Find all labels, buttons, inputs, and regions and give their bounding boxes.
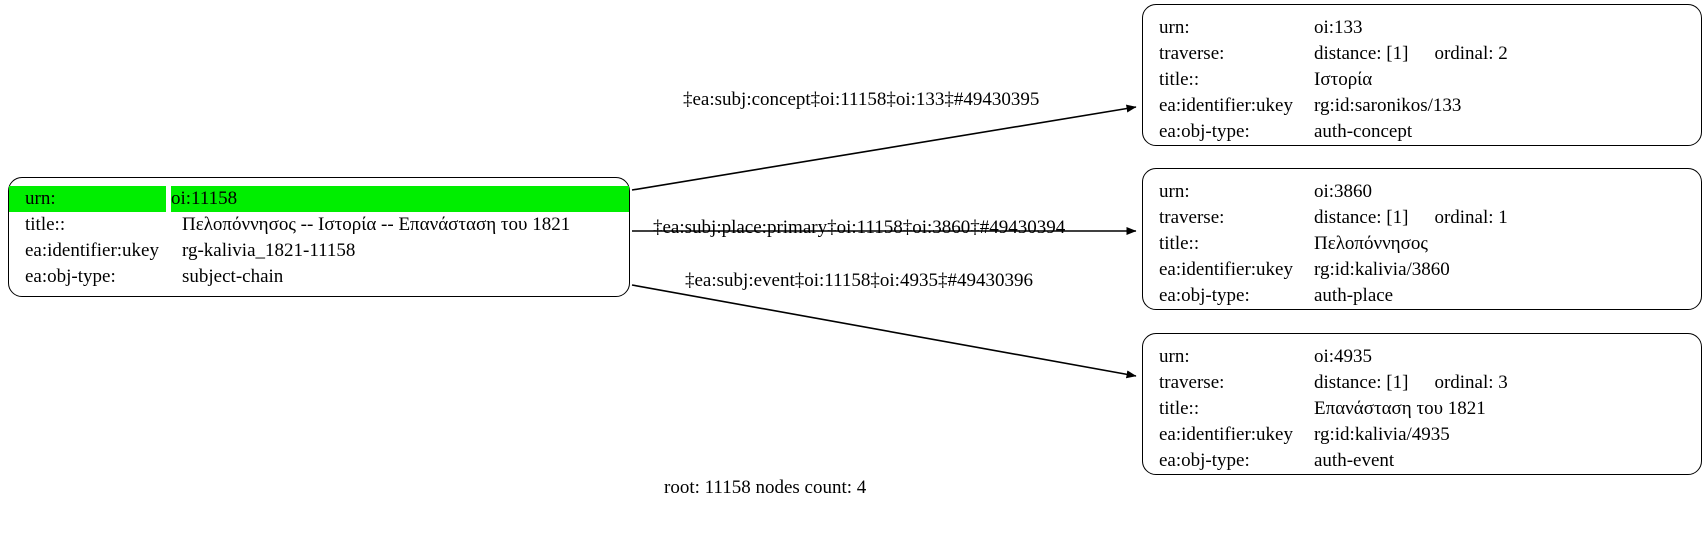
row-value: rg:id:kalivia/3860 bbox=[1314, 259, 1450, 280]
node-oi-133[interactable]: urn: oi:133 traverse: distance: [1] ordin… bbox=[1142, 4, 1702, 146]
row-value: rg-kalivia_1821-11158 bbox=[182, 240, 356, 261]
edge-line-event bbox=[631, 284, 1137, 379]
row-key: ea:obj-type: bbox=[1159, 285, 1250, 306]
row-key: ea:identifier:ukey bbox=[1159, 259, 1293, 280]
row-value-group: distance: [1] ordinal: 2 bbox=[1314, 41, 1508, 67]
traverse-distance: distance: [1] bbox=[1314, 43, 1409, 64]
row-key: traverse: bbox=[1159, 207, 1225, 228]
row-value: Πελοπόννησος -- Ιστορία -- Επανάσταση το… bbox=[182, 214, 571, 235]
node-root-oi-11158[interactable]: urn: oi:11158 title:: Πελοπόννησος -- Ισ… bbox=[8, 177, 630, 297]
edge-line-concept bbox=[631, 104, 1137, 191]
row-key: title:: bbox=[25, 214, 66, 235]
row-value: auth-concept bbox=[1314, 121, 1413, 142]
node-row-traverse: traverse: distance: [1] ordinal: 3 bbox=[1143, 370, 1701, 396]
row-value-group: distance: [1] ordinal: 1 bbox=[1314, 205, 1508, 231]
graph-footer-summary: root: 11158 nodes count: 4 bbox=[664, 477, 867, 498]
row-value: oi:4935 bbox=[1314, 346, 1373, 367]
node-row-title: title:: Πελοπόννησος bbox=[1143, 231, 1701, 257]
node-row-objtype: ea:obj-type: auth-place bbox=[1143, 283, 1701, 309]
row-key: ea:identifier:ukey bbox=[1159, 424, 1293, 445]
row-value-group: distance: [1] ordinal: 3 bbox=[1314, 370, 1508, 396]
row-key: traverse: bbox=[1159, 43, 1225, 64]
node-row-traverse: traverse: distance: [1] ordinal: 2 bbox=[1143, 41, 1701, 67]
node-row-urn: urn: oi:133 bbox=[1143, 15, 1701, 41]
node-row-ukey: ea:identifier:ukey rg:id:kalivia/3860 bbox=[1143, 257, 1701, 283]
traverse-distance: distance: [1] bbox=[1314, 207, 1409, 228]
row-value: oi:11158 bbox=[171, 186, 629, 212]
node-row-urn: urn: oi:3860 bbox=[1143, 179, 1701, 205]
row-value: oi:3860 bbox=[1314, 181, 1373, 202]
node-row-objtype: ea:obj-type: auth-event bbox=[1143, 448, 1701, 474]
row-value: oi:133 bbox=[1314, 17, 1363, 38]
row-key: title:: bbox=[1159, 233, 1200, 254]
row-value: Επανάσταση του 1821 bbox=[1314, 398, 1486, 419]
node-row-title: title:: Πελοπόννησος -- Ιστορία -- Επανά… bbox=[9, 212, 629, 238]
row-key: traverse: bbox=[1159, 372, 1225, 393]
node-row-title: title:: Ιστορία bbox=[1143, 67, 1701, 93]
row-key: urn: bbox=[1159, 346, 1190, 367]
row-value: subject-chain bbox=[182, 266, 284, 287]
node-row-ukey: ea:identifier:ukey rg-kalivia_1821-11158 bbox=[9, 238, 629, 264]
node-row-ukey: ea:identifier:ukey rg:id:saronikos/133 bbox=[1143, 93, 1701, 119]
row-key: ea:obj-type: bbox=[25, 266, 116, 287]
row-key: ea:identifier:ukey bbox=[25, 240, 159, 261]
node-row-urn: urn: oi:11158 bbox=[9, 186, 629, 212]
node-row-objtype: ea:obj-type: subject-chain bbox=[9, 264, 629, 290]
node-oi-4935[interactable]: urn: oi:4935 traverse: distance: [1] ordi… bbox=[1142, 333, 1702, 475]
node-row-urn: urn: oi:4935 bbox=[1143, 344, 1701, 370]
row-key: urn: bbox=[1159, 181, 1190, 202]
node-row-objtype: ea:obj-type: auth-concept bbox=[1143, 119, 1701, 145]
row-value: rg:id:saronikos/133 bbox=[1314, 95, 1462, 116]
traverse-ordinal: ordinal: 2 bbox=[1434, 43, 1508, 64]
row-key: title:: bbox=[1159, 69, 1200, 90]
row-value: auth-place bbox=[1314, 285, 1394, 306]
traverse-distance: distance: [1] bbox=[1314, 372, 1409, 393]
edge-label-event: ‡ea:subj:event‡oi:11158‡oi:4935‡#4943039… bbox=[685, 270, 1033, 291]
row-value: rg:id:kalivia/4935 bbox=[1314, 424, 1450, 445]
row-key: title:: bbox=[1159, 398, 1200, 419]
node-oi-3860[interactable]: urn: oi:3860 traverse: distance: [1] ordi… bbox=[1142, 168, 1702, 310]
row-value: Ιστορία bbox=[1314, 69, 1373, 90]
row-key: ea:identifier:ukey bbox=[1159, 95, 1293, 116]
edge-label-place-primary: ‡ea:subj:place:primary‡oi:11158‡oi:3860‡… bbox=[653, 217, 1066, 238]
traverse-ordinal: ordinal: 3 bbox=[1434, 372, 1508, 393]
row-key: urn: bbox=[9, 186, 166, 212]
traverse-ordinal: ordinal: 1 bbox=[1434, 207, 1508, 228]
edge-label-concept: ‡ea:subj:concept‡oi:11158‡oi:133‡#494303… bbox=[683, 89, 1040, 110]
node-row-title: title:: Επανάσταση του 1821 bbox=[1143, 396, 1701, 422]
row-key: ea:obj-type: bbox=[1159, 450, 1250, 471]
node-row-ukey: ea:identifier:ukey rg:id:kalivia/4935 bbox=[1143, 422, 1701, 448]
row-key: ea:obj-type: bbox=[1159, 121, 1250, 142]
row-value: Πελοπόννησος bbox=[1314, 233, 1428, 254]
row-value: auth-event bbox=[1314, 450, 1395, 471]
row-key: urn: bbox=[1159, 17, 1190, 38]
node-row-traverse: traverse: distance: [1] ordinal: 1 bbox=[1143, 205, 1701, 231]
